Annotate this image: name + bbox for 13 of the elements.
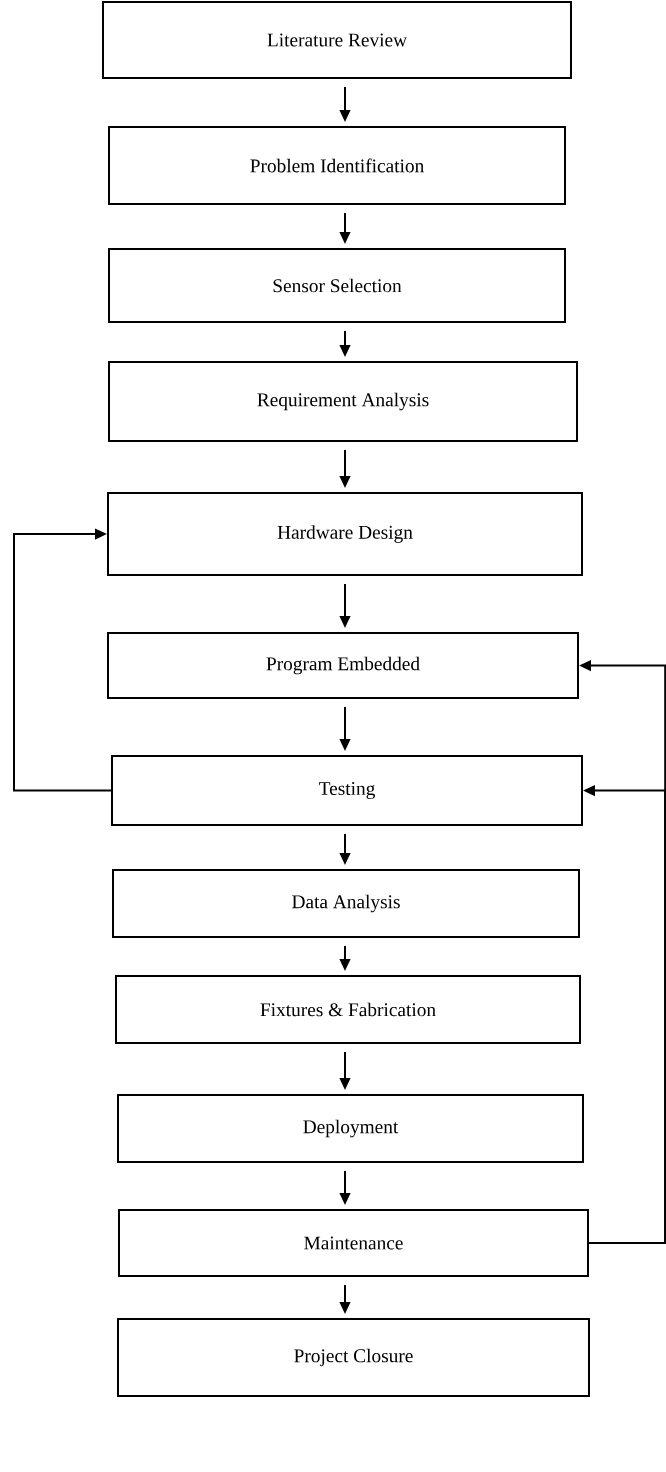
process-box: Deployment	[117, 1094, 584, 1163]
process-box: Program Embedded	[107, 632, 579, 699]
process-box: Fixtures & Fabrication	[115, 975, 581, 1044]
arrow	[13, 528, 112, 792]
process-box: Literature Review	[102, 1, 572, 79]
process-box: Hardware Design	[107, 492, 583, 576]
process-box: Requirement Analysis	[108, 361, 578, 442]
process-box: Project Closure	[117, 1318, 590, 1397]
process-box: Data Analysis	[112, 869, 580, 938]
process-box: Maintenance	[118, 1209, 589, 1277]
process-box: Sensor Selection	[108, 248, 566, 323]
process-box: Testing	[111, 755, 583, 826]
process-box: Problem Identification	[108, 126, 566, 205]
